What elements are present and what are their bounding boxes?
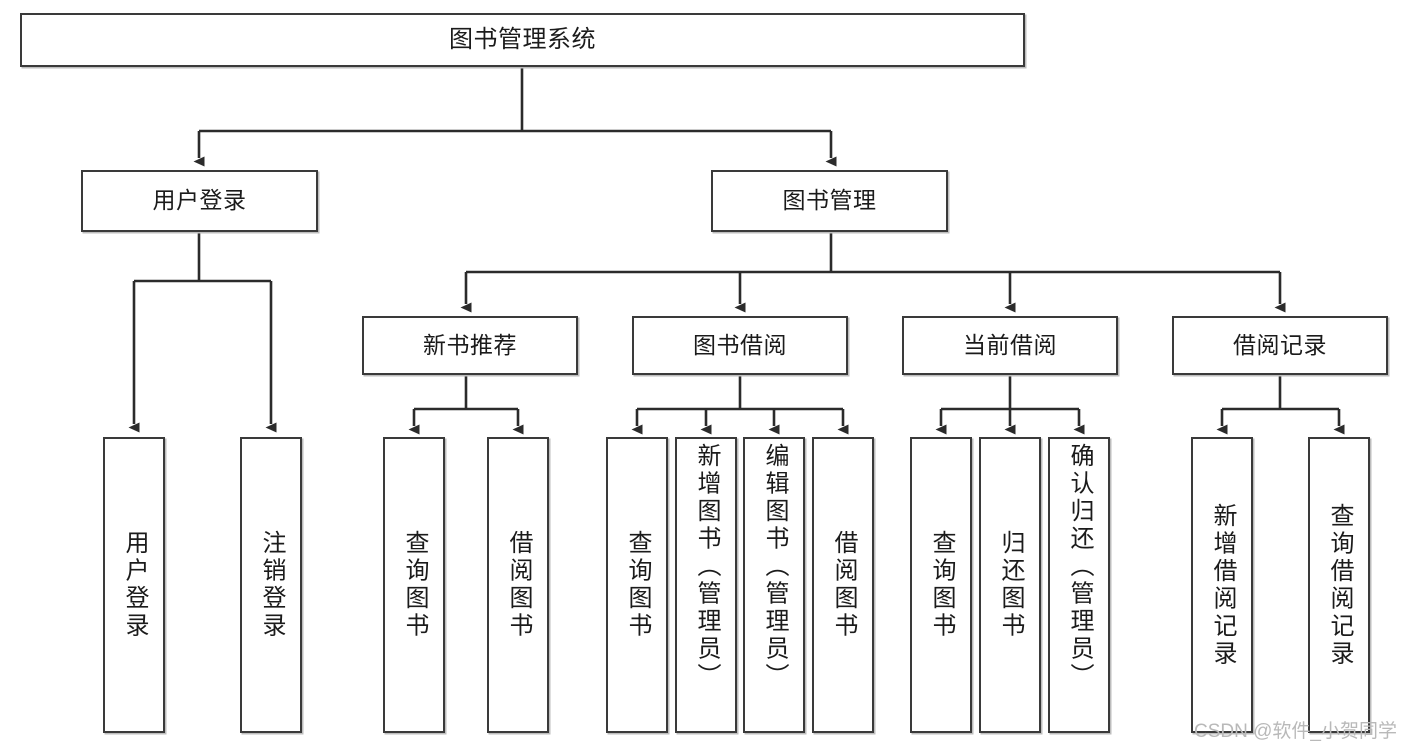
leaf-borrow-books-borrowing[interactable]: 借阅图书 <box>812 437 874 733</box>
node-label: 用户登录 <box>121 530 148 640</box>
leaf-add-book-admin[interactable]: 新增图书（管理员） <box>675 437 737 733</box>
node-label: 编辑图书（管理员） <box>761 443 788 691</box>
node-user-login[interactable]: 用户登录 <box>81 170 318 232</box>
leaf-logout[interactable]: 注销登录 <box>240 437 302 733</box>
node-label: 借阅图书 <box>505 530 532 640</box>
node-label: 借阅图书 <box>830 530 857 640</box>
node-label: 查询图书 <box>624 530 651 640</box>
node-book-borrowing[interactable]: 图书借阅 <box>632 316 848 375</box>
leaf-user-login[interactable]: 用户登录 <box>103 437 165 733</box>
node-label: 查询图书 <box>928 530 955 640</box>
node-label: 当前借阅 <box>963 331 1057 358</box>
node-label: 新增图书（管理员） <box>693 443 720 691</box>
node-label: 新书推荐 <box>423 331 517 358</box>
node-label: 查询图书 <box>401 530 428 640</box>
node-label: 新增借阅记录 <box>1209 502 1236 668</box>
node-current-borrowing[interactable]: 当前借阅 <box>902 316 1118 375</box>
leaf-query-books-borrowing[interactable]: 查询图书 <box>606 437 668 733</box>
leaf-edit-book-admin[interactable]: 编辑图书（管理员） <box>743 437 805 733</box>
node-label: 图书借阅 <box>693 331 787 358</box>
leaf-query-borrow-record[interactable]: 查询借阅记录 <box>1308 437 1370 733</box>
node-book-management[interactable]: 图书管理 <box>711 170 948 232</box>
leaf-query-books-recommendation[interactable]: 查询图书 <box>383 437 445 733</box>
node-borrow-records[interactable]: 借阅记录 <box>1172 316 1388 375</box>
node-label: 查询借阅记录 <box>1326 502 1353 668</box>
node-root-system[interactable]: 图书管理系统 <box>20 13 1025 67</box>
csdn-watermark: CSDN @软件_小贺同学 <box>1194 721 1397 742</box>
leaf-add-borrow-record[interactable]: 新增借阅记录 <box>1191 437 1253 733</box>
node-label: 借阅记录 <box>1233 331 1327 358</box>
node-label: 归还图书 <box>997 530 1024 640</box>
node-label: 确认归还（管理员） <box>1066 443 1093 691</box>
node-label: 图书管理系统 <box>449 25 596 53</box>
node-label: 用户登录 <box>152 187 247 214</box>
leaf-query-books-current[interactable]: 查询图书 <box>910 437 972 733</box>
leaf-borrow-books-recommendation[interactable]: 借阅图书 <box>487 437 549 733</box>
node-label: 图书管理 <box>782 187 877 214</box>
node-label: 注销登录 <box>258 530 285 640</box>
leaf-return-books[interactable]: 归还图书 <box>979 437 1041 733</box>
leaf-confirm-return-admin[interactable]: 确认归还（管理员） <box>1048 437 1110 733</box>
node-new-book-recommendation[interactable]: 新书推荐 <box>362 316 578 375</box>
